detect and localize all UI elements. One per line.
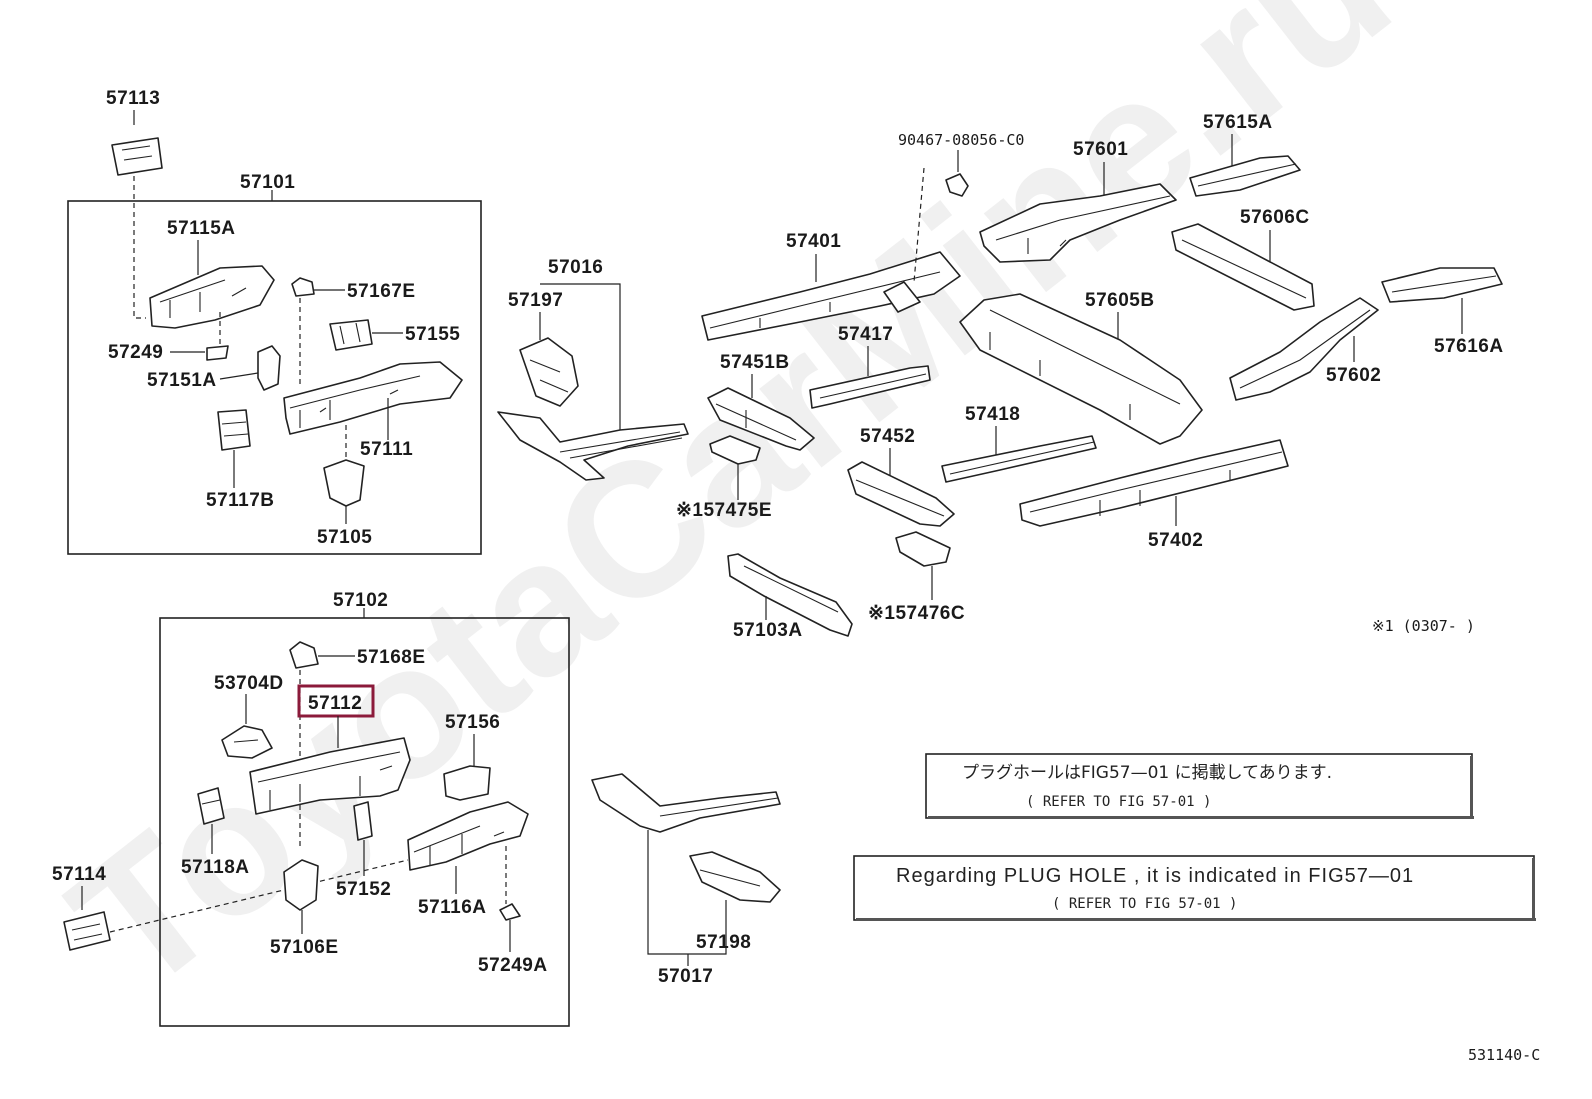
part-57113[interactable] bbox=[111, 137, 163, 176]
part-57249[interactable] bbox=[206, 345, 229, 361]
part-57156[interactable] bbox=[443, 765, 491, 801]
label-57602: 57602 bbox=[1326, 365, 1381, 386]
label-57151A: 57151A bbox=[147, 370, 217, 391]
label-57105: 57105 bbox=[317, 527, 372, 548]
label-57101: 57101 bbox=[240, 172, 295, 193]
label-53704D: 53704D bbox=[214, 673, 284, 694]
part-57476C[interactable] bbox=[895, 531, 951, 567]
label-57156: 57156 bbox=[445, 712, 500, 733]
part-57151A[interactable] bbox=[257, 345, 281, 391]
label-57476C: ※157476C bbox=[868, 603, 965, 624]
part-57117B[interactable] bbox=[217, 409, 251, 451]
label-90467-08056-C0: 90467-08056-C0 bbox=[898, 131, 1024, 149]
part-57602[interactable] bbox=[1229, 297, 1379, 401]
label-57103A: 57103A bbox=[733, 620, 803, 641]
part-90467-08056-C0[interactable] bbox=[945, 173, 969, 197]
part-57118A[interactable] bbox=[197, 787, 225, 825]
part-57601[interactable] bbox=[979, 183, 1177, 263]
note-jp-ref: ( REFER TO FIG 57-01 ) bbox=[1026, 794, 1211, 810]
label-57418: 57418 bbox=[965, 404, 1020, 425]
part-57606C[interactable] bbox=[1171, 223, 1315, 311]
label-57111: 57111 bbox=[360, 439, 413, 460]
diagram-code: 531140-C bbox=[1468, 1046, 1540, 1064]
footnote: ※1 (0307- ) bbox=[1372, 617, 1475, 635]
label-57102: 57102 bbox=[333, 590, 388, 611]
part-57249A[interactable] bbox=[499, 903, 521, 921]
label-57606C: 57606C bbox=[1240, 207, 1310, 228]
label-57017: 57017 bbox=[658, 966, 713, 987]
part-57167E[interactable] bbox=[291, 277, 315, 297]
label-57016: 57016 bbox=[548, 257, 603, 278]
label-57155: 57155 bbox=[405, 324, 460, 345]
label-57106E: 57106E bbox=[270, 937, 339, 958]
part-57105[interactable] bbox=[323, 459, 365, 507]
part-57017[interactable] bbox=[591, 773, 781, 833]
label-57152: 57152 bbox=[336, 879, 391, 900]
part-57106E[interactable] bbox=[283, 859, 319, 911]
note-en-text: Regarding PLUG HOLE , it is indicated in… bbox=[896, 865, 1414, 887]
part-57152[interactable] bbox=[353, 801, 373, 841]
label-57197: 57197 bbox=[508, 290, 563, 311]
part-57198[interactable] bbox=[689, 851, 781, 903]
label-57402: 57402 bbox=[1148, 530, 1203, 551]
label-57116A: 57116A bbox=[418, 897, 487, 918]
label-57605B: 57605B bbox=[1085, 290, 1155, 311]
part-57452[interactable] bbox=[847, 461, 955, 527]
label-57115A: 57115A bbox=[167, 218, 236, 239]
label-57601: 57601 bbox=[1073, 139, 1128, 160]
label-57118A: 57118A bbox=[181, 857, 250, 878]
label-57401: 57401 bbox=[786, 231, 841, 252]
part-53704D[interactable] bbox=[221, 725, 273, 759]
part-57112[interactable] bbox=[249, 737, 411, 815]
highlight-box-57112 bbox=[297, 684, 375, 718]
part-57402[interactable] bbox=[1019, 439, 1289, 527]
part-57114[interactable] bbox=[63, 911, 111, 951]
note-box-en bbox=[853, 855, 1535, 921]
note-en-ref: ( REFER TO FIG 57-01 ) bbox=[1052, 896, 1237, 912]
label-57475E: ※157475E bbox=[676, 500, 772, 521]
label-57117B: 57117B bbox=[206, 490, 275, 511]
part-57116A[interactable] bbox=[407, 801, 529, 871]
label-57167E: 57167E bbox=[347, 281, 416, 302]
label-57615A: 57615A bbox=[1203, 112, 1273, 133]
part-57616A[interactable] bbox=[1381, 267, 1503, 303]
label-57452: 57452 bbox=[860, 426, 915, 447]
part-57155[interactable] bbox=[329, 319, 373, 351]
group-box-57101 bbox=[67, 200, 482, 555]
label-57249A: 57249A bbox=[478, 955, 548, 976]
label-57249: 57249 bbox=[108, 342, 163, 363]
label-57417: 57417 bbox=[838, 324, 893, 345]
label-57198: 57198 bbox=[696, 932, 751, 953]
label-57112[interactable]: 57112 bbox=[308, 693, 362, 714]
part-57111[interactable] bbox=[283, 361, 463, 435]
part-57197[interactable] bbox=[519, 337, 579, 407]
label-57168E: 57168E bbox=[357, 647, 426, 668]
label-57114: 57114 bbox=[52, 864, 106, 885]
part-57168E[interactable] bbox=[289, 641, 319, 669]
label-57113: 57113 bbox=[106, 88, 160, 109]
part-57451B[interactable] bbox=[707, 387, 815, 451]
part-57475E[interactable] bbox=[709, 435, 761, 465]
part-57115A[interactable] bbox=[149, 265, 275, 329]
part-57103A[interactable] bbox=[727, 553, 853, 637]
label-57616A: 57616A bbox=[1434, 336, 1504, 357]
note-jp-text: プラグホールはFIG57—01 に掲載してあります. bbox=[962, 763, 1332, 783]
part-57401[interactable] bbox=[701, 251, 961, 341]
label-57451B: 57451B bbox=[720, 352, 790, 373]
part-57605B[interactable] bbox=[959, 293, 1203, 445]
